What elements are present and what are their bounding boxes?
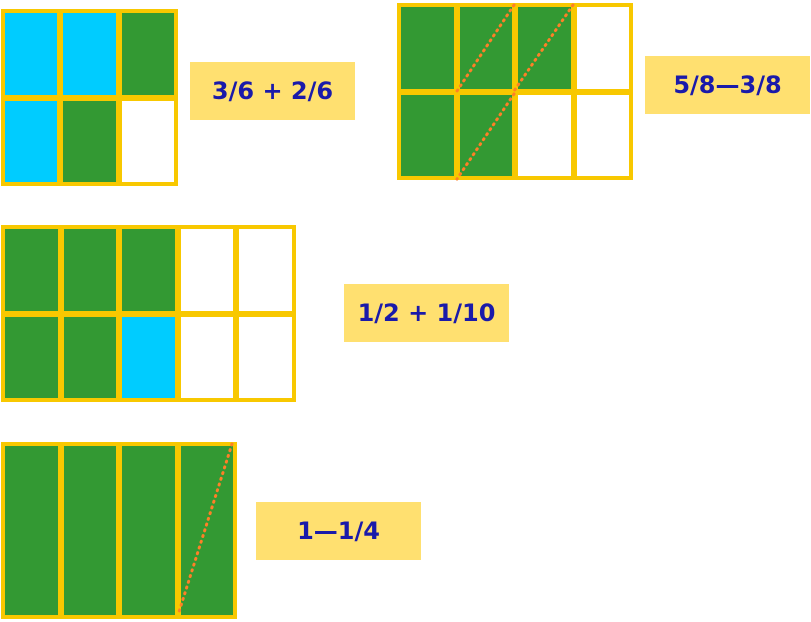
grid-cell [180,229,234,311]
grid-cell [122,316,175,398]
expression-label-4: 1—1/4 [256,502,421,560]
fraction-grid-1 [1,9,178,186]
grid-cell [63,100,116,182]
grid-cell [5,100,58,182]
grid-cell [5,13,58,95]
grid-cell [180,316,234,398]
grid-cell [122,229,175,311]
grid-cell [180,446,233,615]
grid-cell [401,7,454,89]
grid-cell [63,13,116,95]
grid-cell [5,446,58,615]
expression-label-1: 3/6 + 2/6 [190,62,355,120]
fraction-grid-4 [1,442,237,619]
grid-cell [576,94,629,176]
expression-text: 1—1/4 [297,517,380,545]
expression-text: 5/8—3/8 [673,71,782,99]
expression-text: 3/6 + 2/6 [211,77,334,105]
grid-cell [576,7,629,89]
fraction-grid-2 [397,3,633,180]
grid-cell [401,94,454,176]
grid-cell [459,94,512,176]
grid-cell [518,94,571,176]
grid-cell [5,229,58,311]
expression-text: 1/2 + 1/10 [357,299,496,327]
grid-cell [121,13,174,95]
grid-cell [63,316,117,398]
expression-label-2: 5/8—3/8 [645,56,810,114]
grid-cell [239,229,292,311]
expression-label-3: 1/2 + 1/10 [344,284,509,342]
grid-cell [63,229,117,311]
fraction-grid-3 [1,225,296,402]
grid-cell [122,446,175,615]
grid-cell [63,446,116,615]
grid-cell [459,7,512,89]
grid-cell [5,316,58,398]
grid-cell [121,100,174,182]
grid-cell [518,7,571,89]
grid-cell [239,316,292,398]
